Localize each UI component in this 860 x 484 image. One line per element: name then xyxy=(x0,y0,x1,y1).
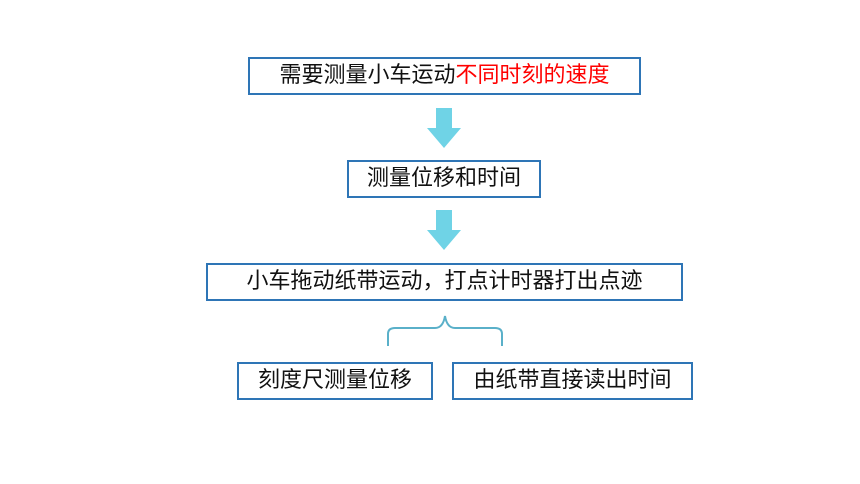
branch-right-label: 由纸带直接读出时间 xyxy=(473,368,672,393)
step1-highlight-label: 不同时刻的速度 xyxy=(455,63,610,88)
step1-box: 需要测量小车运动不同时刻的速度 xyxy=(248,57,641,95)
step2-box: 测量位移和时间 xyxy=(347,160,541,198)
down-arrow-icon xyxy=(427,108,461,148)
down-arrow-icon xyxy=(427,210,461,250)
branch-left-box: 刻度尺测量位移 xyxy=(237,362,433,400)
step3-label: 小车拖动纸带运动，打点计时器打出点迹 xyxy=(246,269,643,294)
branch-left-label: 刻度尺测量位移 xyxy=(257,368,412,393)
step3-box: 小车拖动纸带运动，打点计时器打出点迹 xyxy=(206,263,683,301)
step1-label: 需要测量小车运动 xyxy=(279,63,456,88)
brace-connector-icon xyxy=(387,315,503,346)
step2-label: 测量位移和时间 xyxy=(366,166,521,191)
branch-right-box: 由纸带直接读出时间 xyxy=(452,362,693,400)
